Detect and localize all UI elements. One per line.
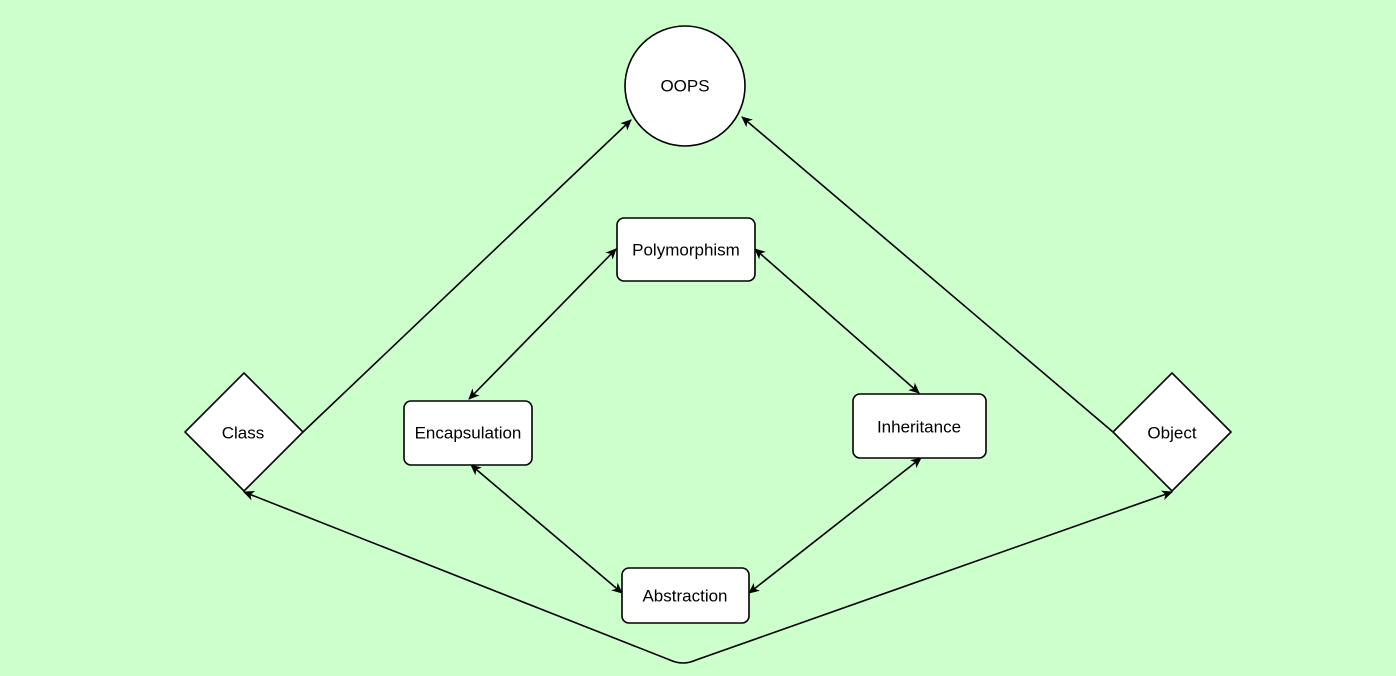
edge-class-to-oops [302, 119, 632, 433]
edge-object-to-oops [741, 116, 1114, 433]
node-class[interactable]: Class [183, 371, 305, 493]
node-encapsulation[interactable]: Encapsulation [403, 400, 533, 466]
abstraction-box [621, 567, 750, 624]
object-label: Object [1147, 424, 1196, 443]
abstraction-label: Abstraction [642, 587, 727, 606]
inheritance-label: Inheritance [877, 418, 961, 437]
class-diamond [183, 371, 305, 493]
edge-inheritance-abstraction [748, 457, 922, 594]
node-polymorphism[interactable]: Polymorphism [616, 217, 756, 282]
encapsulation-box [403, 400, 533, 466]
edge-polymorphism-encapsulation [468, 248, 617, 400]
edge-class-object [243, 490, 1173, 664]
node-object[interactable]: Object [1111, 371, 1233, 493]
encapsulation-label: Encapsulation [415, 424, 522, 443]
node-oops[interactable]: OOPS [624, 25, 746, 147]
edges [243, 116, 1173, 664]
node-abstraction[interactable]: Abstraction [621, 567, 750, 624]
inheritance-box [852, 393, 987, 459]
edge-polymorphism-inheritance [754, 248, 920, 394]
node-inheritance[interactable]: Inheritance [852, 393, 987, 459]
object-diamond [1111, 371, 1233, 493]
class-label: Class [222, 424, 265, 443]
oops-circle [624, 25, 746, 147]
polymorphism-label: Polymorphism [632, 241, 740, 260]
oops-label: OOPS [660, 77, 709, 96]
edge-encapsulation-abstraction [470, 464, 623, 594]
polymorphism-box [616, 217, 756, 282]
